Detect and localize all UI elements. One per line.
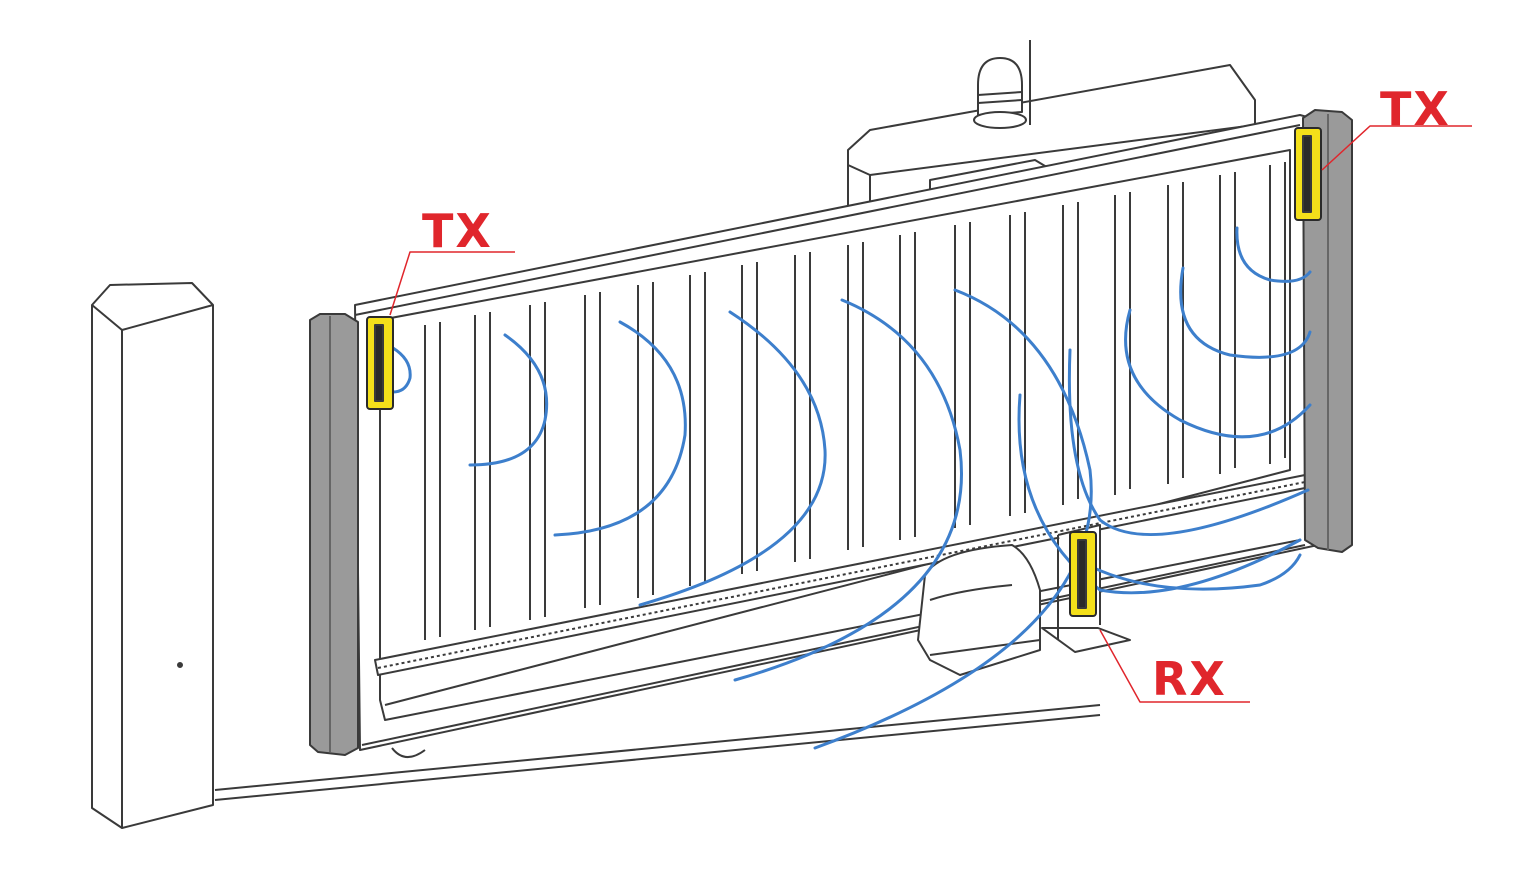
tx-right-sensor-icon (1294, 127, 1322, 221)
safety-edge-left (309, 313, 359, 756)
ground-line (214, 704, 1101, 801)
rx-sensor-icon (1069, 531, 1097, 617)
tx-left-sensor-icon (366, 316, 394, 410)
detection-waves (391, 226, 1312, 750)
warning-lamp-icon (973, 40, 1031, 129)
tx-right-label: TX (1380, 82, 1451, 136)
tx-left-label: TX (422, 204, 493, 258)
rx-label: RX (1152, 652, 1227, 706)
gate-bars (424, 162, 1286, 640)
gate-post (91, 282, 214, 829)
leader-lines (389, 125, 1472, 703)
gate-wheel (391, 747, 426, 758)
